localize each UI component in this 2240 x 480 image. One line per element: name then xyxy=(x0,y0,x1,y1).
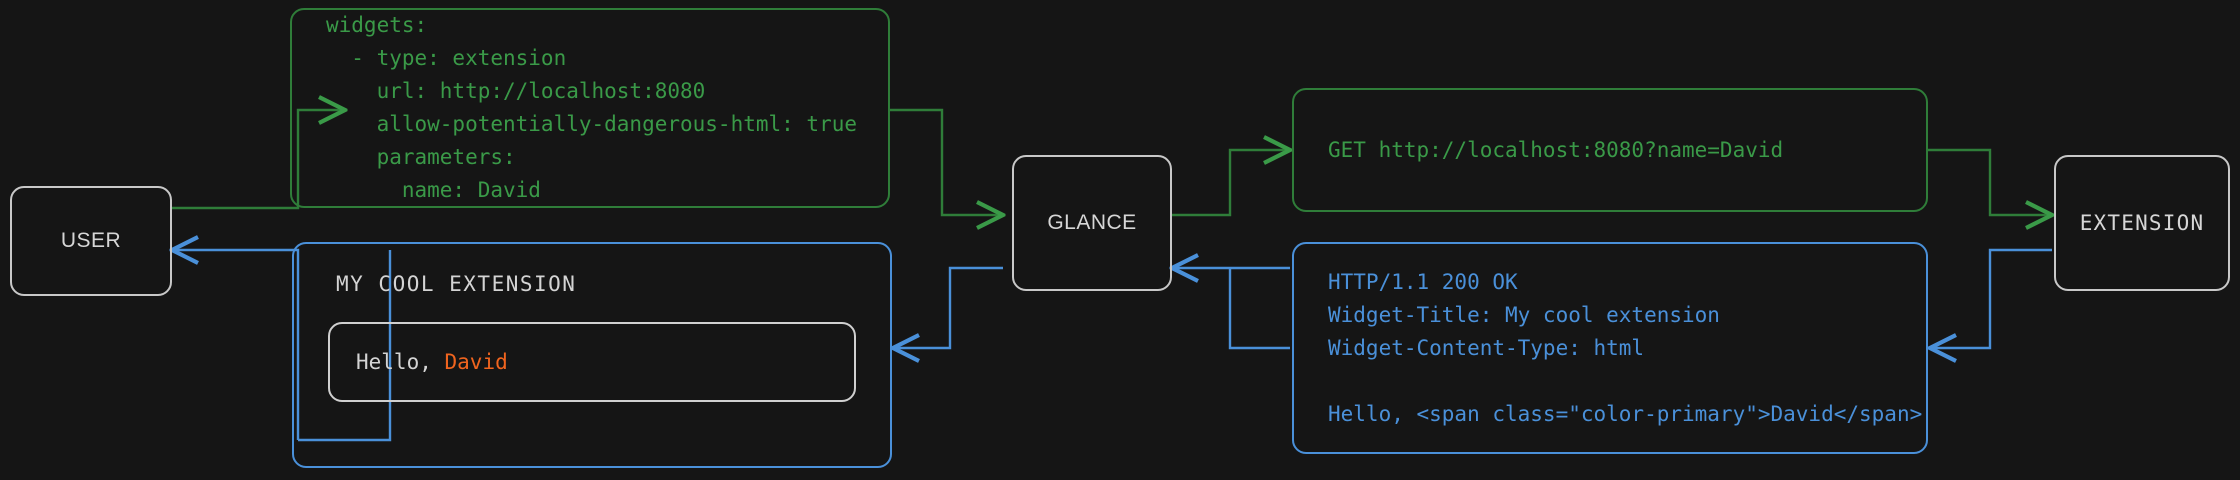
widget-greeting-name: David xyxy=(444,350,508,374)
http-request-box: GET http://localhost:8080?name=David xyxy=(1292,88,1928,212)
wire-widget-to-user xyxy=(172,250,300,440)
config-line: allow-potentially-dangerous-html: true xyxy=(326,112,858,136)
config-line: name: David xyxy=(326,178,541,202)
node-extension-label: EXTENSION xyxy=(2079,211,2205,235)
config-line: url: http://localhost:8080 xyxy=(326,79,706,103)
node-glance-label: GLANCE xyxy=(1047,211,1137,234)
widget-greeting: Hello, David xyxy=(356,350,828,374)
response-line: Hello, <span class="color-primary">David… xyxy=(1328,401,1923,426)
config-line: widgets: xyxy=(326,13,428,37)
wire-extension-to-response xyxy=(1930,248,2052,348)
widget-greeting-prefix: Hello, xyxy=(356,350,445,374)
response-line: HTTP/1.1 200 OK xyxy=(1328,269,1518,294)
wire-glance-to-widget xyxy=(893,266,1003,348)
response-line: Widget-Title: My cool extension xyxy=(1328,302,1720,327)
node-user[interactable]: USER xyxy=(10,186,172,296)
widget-title: MY COOL EXTENSION xyxy=(336,272,577,296)
wire-config-to-glance xyxy=(890,108,1003,215)
widget-content-panel: Hello, David xyxy=(328,322,856,402)
config-yaml-box: widgets: - type: extension url: http://l… xyxy=(290,8,890,208)
config-line: parameters: xyxy=(326,145,516,169)
wire-response-riser xyxy=(1228,268,1290,350)
rendered-widget-box: MY COOL EXTENSION Hello, David xyxy=(292,242,892,468)
node-extension[interactable]: EXTENSION xyxy=(2054,155,2230,291)
response-line: Widget-Content-Type: html xyxy=(1328,335,1645,360)
config-line: - type: extension xyxy=(326,46,567,70)
request-line: GET http://localhost:8080?name=David xyxy=(1328,137,1784,162)
wire-glance-to-request xyxy=(1170,150,1290,217)
http-response-box: HTTP/1.1 200 OK Widget-Title: My cool ex… xyxy=(1292,242,1928,454)
wire-request-to-extension xyxy=(1928,148,2052,215)
node-glance[interactable]: GLANCE xyxy=(1012,155,1172,291)
node-user-label: USER xyxy=(60,229,122,252)
response-line-blank xyxy=(1328,365,1892,398)
